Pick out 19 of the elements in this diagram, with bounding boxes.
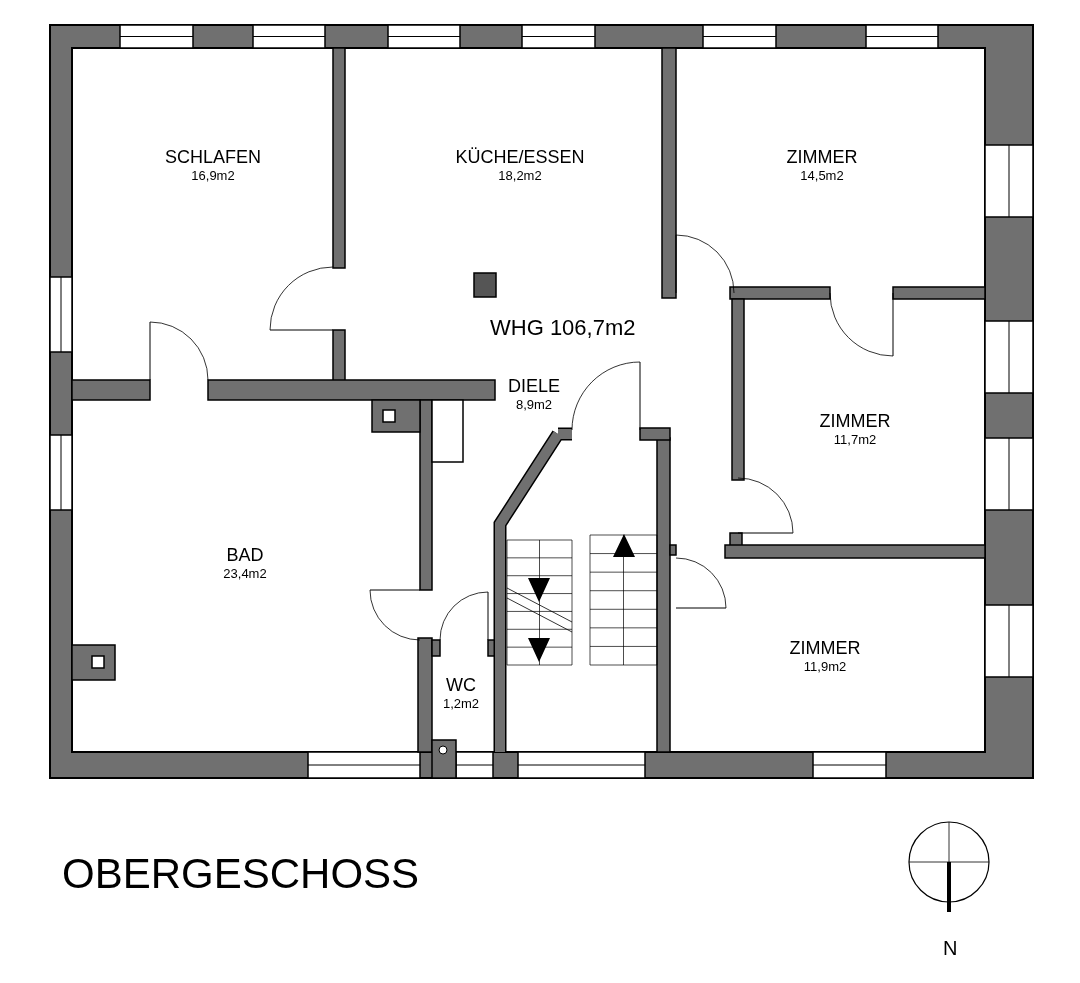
north-label: N <box>943 937 958 960</box>
room-name: SCHLAFEN <box>165 146 261 168</box>
room-area: 11,7m2 <box>819 432 891 448</box>
room-area: 1,2m2 <box>442 696 480 712</box>
room-name: DIELE <box>508 375 560 397</box>
room-area: 16,9m2 <box>165 168 261 184</box>
room-name: ZIMMER <box>789 637 861 659</box>
plan-title: OBERGESCHOSS <box>62 850 420 898</box>
room-area: 8,9m2 <box>508 397 560 413</box>
room-area: 11,9m2 <box>789 659 861 675</box>
room-name: ZIMMER <box>786 146 858 168</box>
room-name: ZIMMER <box>819 410 891 432</box>
room-name: BAD <box>225 544 265 566</box>
room-area: 14,5m2 <box>786 168 858 184</box>
room-name: WC <box>445 674 477 696</box>
room-area: 23,4m2 <box>223 566 267 582</box>
room-name: KÜCHE/ESSEN <box>455 146 585 168</box>
apartment-area: WHG 106,7m2 <box>490 315 636 341</box>
room-area: 18,2m2 <box>455 168 585 184</box>
